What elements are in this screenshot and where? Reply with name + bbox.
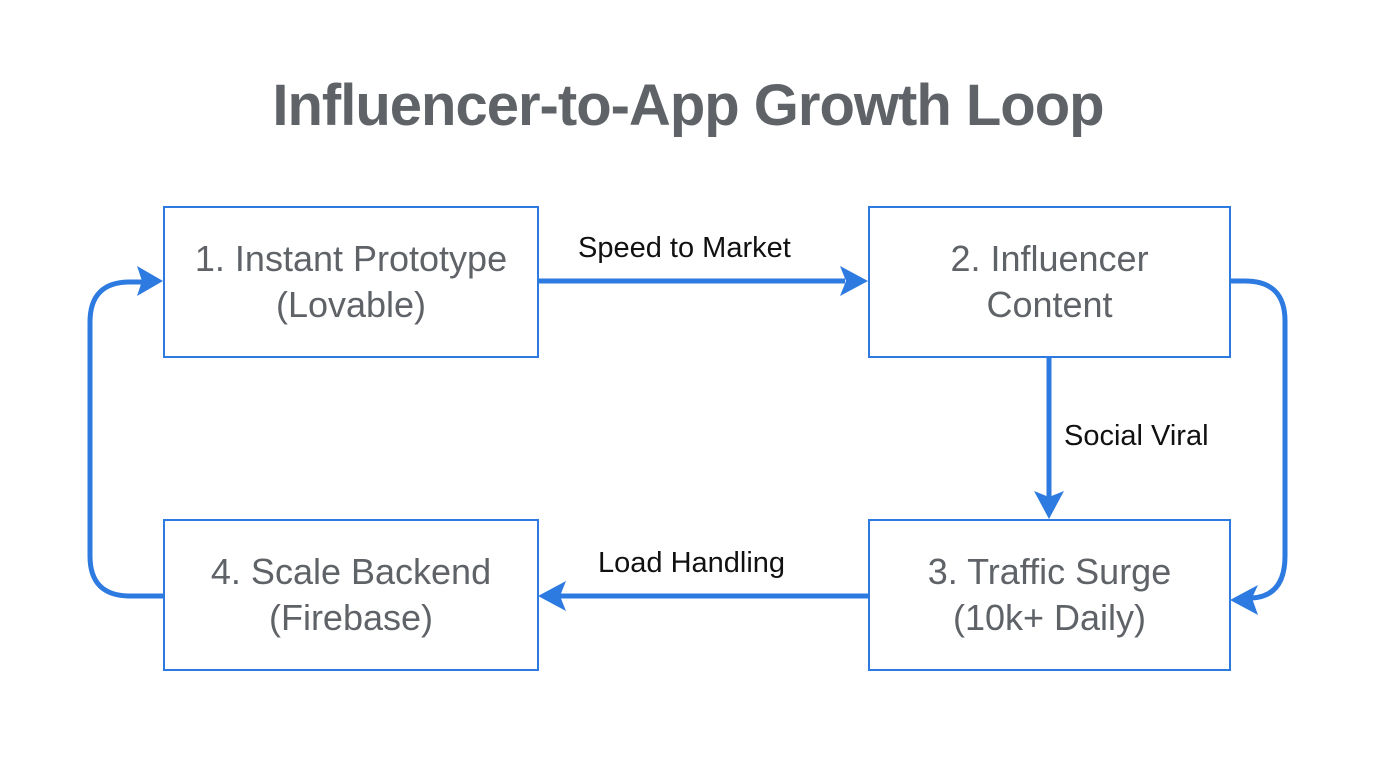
- arrowhead-right-icon: [840, 266, 868, 296]
- arrow-loop-back: [87, 266, 163, 599]
- arrowhead-left-icon: [1230, 585, 1258, 615]
- node-sublabel: Content: [986, 284, 1113, 325]
- diagram-title: Influencer-to-App Growth Loop: [272, 73, 1104, 138]
- arrowhead-right-icon: [137, 266, 163, 296]
- arrow-speed-to-market: [538, 266, 868, 296]
- arrowhead-down-icon: [1034, 491, 1064, 519]
- node-label: 4. Scale Backend: [210, 551, 492, 592]
- node-label: 2. Influencer: [950, 238, 1149, 279]
- node-sublabel: (Firebase): [268, 597, 434, 638]
- edge-label-load-handling: Load Handling: [598, 547, 786, 579]
- node-sublabel: (Lovable): [275, 284, 427, 325]
- node-label: 3. Traffic Surge: [927, 551, 1172, 592]
- arrow-load-handling: [538, 581, 868, 611]
- node-instant-prototype: 1. Instant Prototype (Lovable): [163, 206, 539, 358]
- arrow-social-viral: [1034, 358, 1064, 519]
- edge-label-speed-to-market: Speed to Market: [578, 232, 791, 264]
- arrowhead-left-icon: [538, 581, 566, 611]
- node-label: 1. Instant Prototype: [194, 238, 508, 279]
- node-sublabel: (10k+ Daily): [952, 597, 1147, 638]
- node-scale-backend: 4. Scale Backend (Firebase): [163, 519, 539, 671]
- arrow-right-loop: [1230, 278, 1288, 615]
- node-influencer-content: 2. Influencer Content: [868, 206, 1231, 358]
- node-traffic-surge: 3. Traffic Surge (10k+ Daily): [868, 519, 1231, 671]
- edge-label-social-viral: Social Viral: [1064, 420, 1209, 452]
